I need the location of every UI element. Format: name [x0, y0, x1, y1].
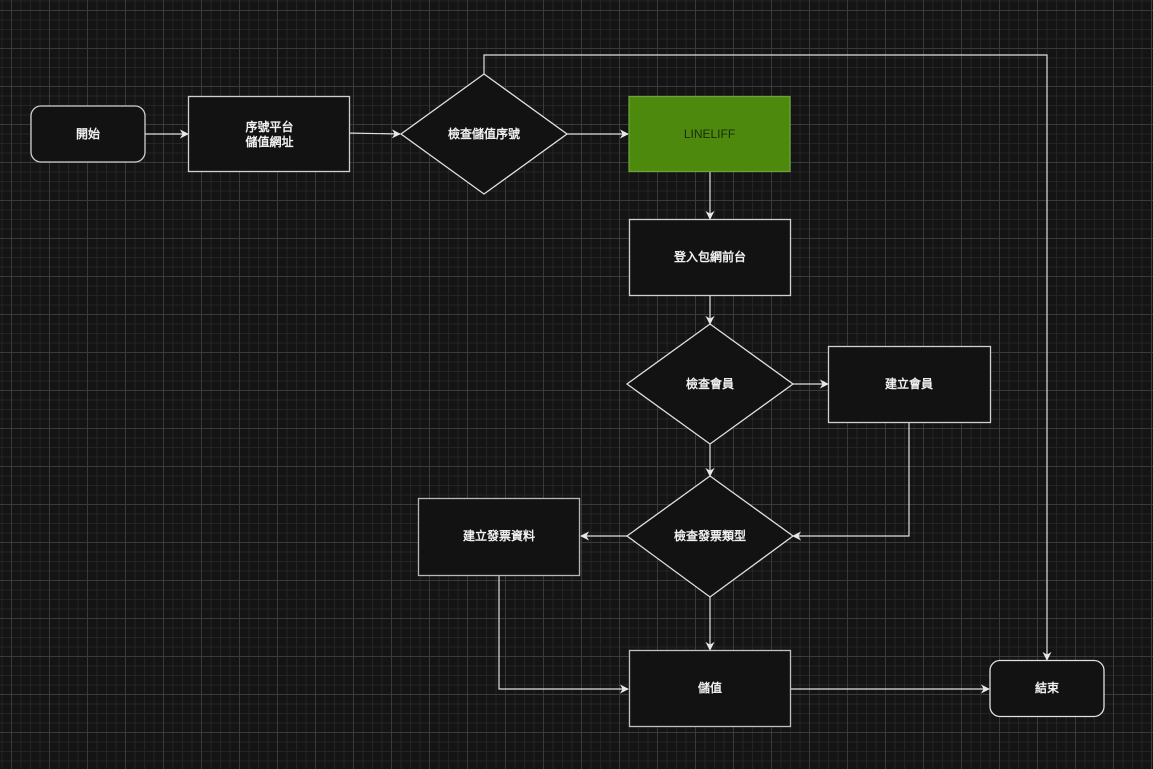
edge-check-serial-to-end[interactable] — [483, 54, 1052, 661]
start-terminal-shape[interactable] — [30, 105, 146, 163]
edge-create-invoice-data-to-top-up[interactable] — [498, 576, 629, 694]
check-member-decision-shape[interactable] — [625, 323, 795, 445]
check-invoice-type-decision-shape[interactable] — [625, 475, 795, 598]
edge-serial-platform-to-check-serial[interactable] — [344, 129, 401, 139]
end-terminal-shape[interactable] — [989, 659, 1105, 718]
create-member-process-shape[interactable] — [827, 345, 992, 424]
create-invoice-data-process-shape[interactable] — [417, 497, 581, 577]
lineliff-process-shape[interactable] — [628, 95, 791, 173]
serial-platform-process-shape[interactable] — [187, 95, 351, 173]
login-frontend-process-shape[interactable] — [628, 218, 792, 297]
edge-create-member-to-check-invoice-type[interactable] — [792, 422, 910, 541]
top-up-process-shape[interactable] — [628, 649, 792, 728]
check-serial-decision-shape[interactable] — [399, 73, 569, 195]
